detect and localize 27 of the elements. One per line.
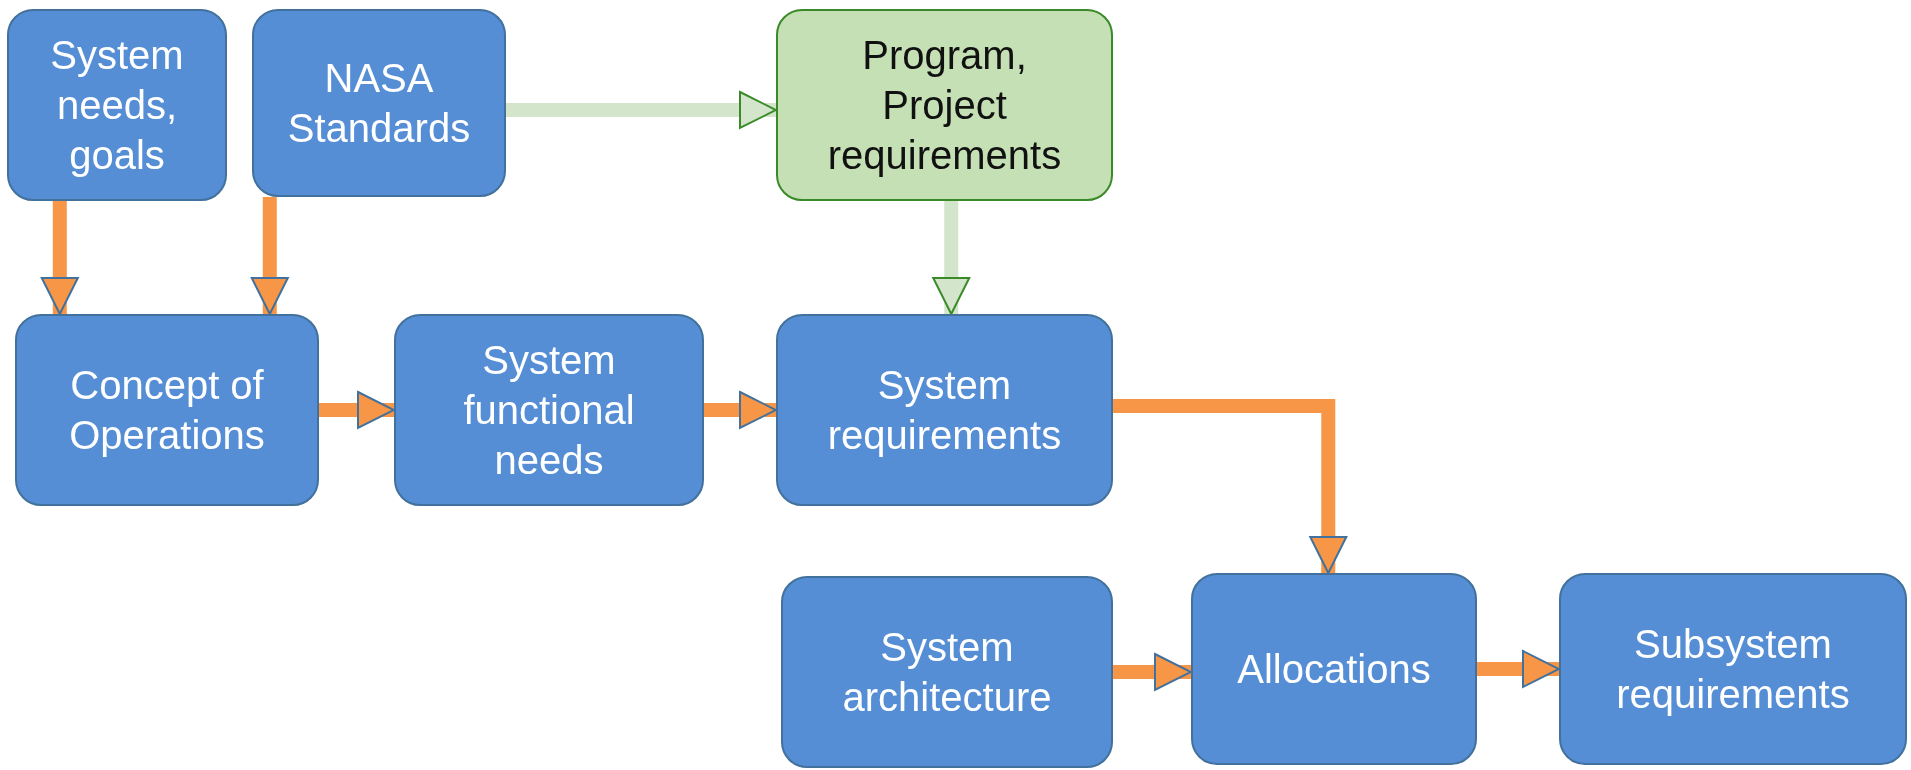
box-label: System needs, goals [49, 32, 185, 179]
process-box [252, 9, 506, 197]
arrow [319, 391, 395, 429]
process-box [394, 314, 704, 506]
box-label: Subsystem requirements [1615, 621, 1851, 718]
box-label: Concept of Operations [68, 362, 266, 459]
process-box [776, 314, 1113, 506]
box-label: System functional needs [462, 337, 636, 484]
arrow [932, 201, 971, 315]
process-box [1559, 573, 1907, 765]
arrow [704, 391, 777, 429]
arrow [506, 91, 777, 129]
arrow [1113, 399, 1348, 574]
arrow [1113, 653, 1192, 691]
box-label: System requirements [826, 362, 1063, 459]
box-label: System architecture [841, 624, 1053, 721]
process-box [1191, 573, 1477, 765]
box-label: NASA Standards [286, 55, 472, 152]
box-label: Program, Project requirements [826, 32, 1063, 179]
process-box [781, 576, 1113, 768]
process-box [776, 9, 1113, 201]
arrow [1477, 650, 1560, 688]
box-label: Allocations [1236, 646, 1432, 693]
process-box [7, 9, 227, 201]
arrow [40, 201, 79, 315]
process-box [15, 314, 319, 506]
arrow [250, 197, 289, 315]
